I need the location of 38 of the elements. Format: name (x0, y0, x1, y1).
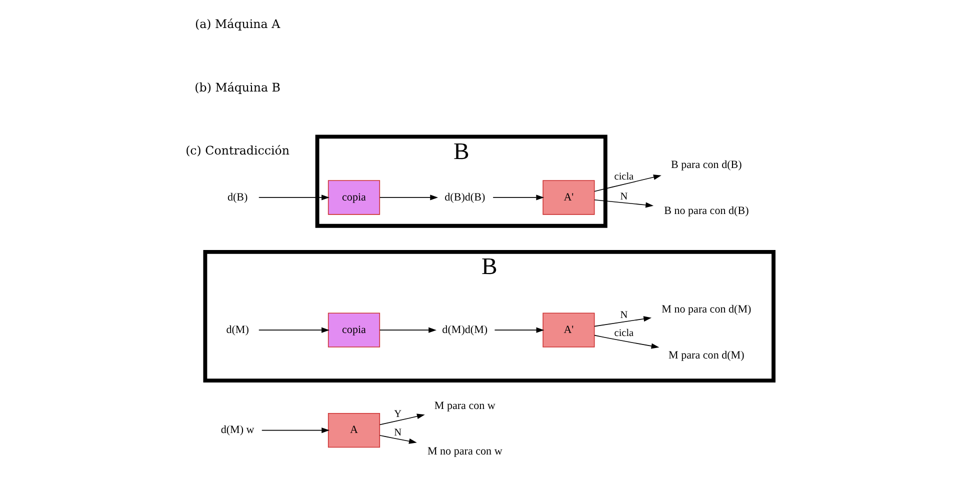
arrow (379, 327, 436, 333)
edge-label: N (620, 310, 628, 321)
node-text: d(M)d(M) (442, 324, 488, 336)
edge-label: Y (394, 409, 402, 420)
arrow (594, 334, 660, 349)
arrow (379, 435, 417, 444)
node-box: A (328, 412, 380, 448)
arrow (261, 428, 330, 434)
edge-label: N (620, 191, 628, 202)
arrow (492, 194, 544, 200)
label: (a) Máquina A (194, 17, 280, 32)
arrow (379, 194, 438, 200)
node-text: d(B) (227, 191, 248, 204)
edge-label: cicla (614, 172, 634, 183)
node-text: M para con d(M) (668, 349, 744, 362)
node-text: M para con w (434, 400, 496, 412)
arrow (594, 316, 652, 327)
arrow (494, 327, 544, 333)
node-box: copia (328, 180, 380, 215)
edge-label: N (394, 427, 402, 438)
node-text: M no para con d(M) (662, 303, 752, 316)
arrow (258, 194, 330, 200)
arrow (258, 327, 330, 333)
arrow (594, 174, 662, 192)
node-text: d(M) (226, 324, 249, 336)
edge-label: cicla (614, 328, 634, 339)
label: (b) Máquina B (194, 80, 280, 94)
node-text: B no para con d(B) (664, 204, 749, 217)
label: (c) Contradicción (186, 143, 290, 158)
arrow (594, 200, 654, 208)
node-box: A' (542, 180, 595, 215)
node-box: A' (542, 312, 595, 348)
node-text: d(M) w (220, 424, 254, 436)
node-text: B para con d(B) (670, 159, 742, 172)
node-text: M no para con w (427, 446, 502, 458)
node-text: d(B)d(B) (444, 191, 486, 204)
arrow (379, 414, 425, 426)
node-box: copia (328, 312, 380, 348)
